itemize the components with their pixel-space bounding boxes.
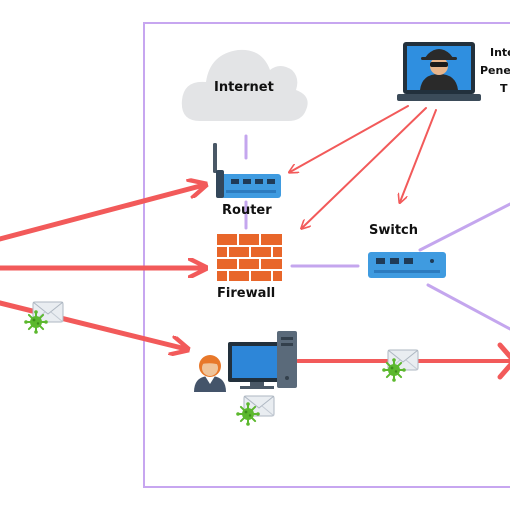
tester-label-line3: T [500,82,508,95]
email-virus-icon [381,349,419,383]
email-virus-icon [235,395,275,427]
arrow-tester-switch [400,109,437,202]
network-links [244,134,510,331]
arrowhead-right-edge [497,342,510,380]
link-switch-lower [426,283,510,331]
cloud-icon [181,49,308,122]
switch-label: Switch [369,223,419,238]
router-label: Router [222,203,272,218]
arrow-external-router [0,185,204,242]
internet-label: Internet [214,80,274,95]
tester-label-line1: Inte [490,46,510,59]
link-switch-upper [418,202,510,252]
firewall-label: Firewall [217,286,276,301]
user-icon [194,355,226,392]
network-boundary [143,22,510,488]
arrow-external-user [0,300,186,349]
computer-icon [228,331,297,389]
laptop-hacker-icon [397,42,481,101]
firewall-icon [217,234,282,281]
tester-label-line2: Pene [480,64,510,77]
tester-arrows [290,105,437,228]
email-virus-icon [23,301,64,335]
switch-icon [368,252,446,278]
arrow-tester-router [290,105,409,172]
arrow-tester-firewall [302,107,427,228]
router-icon [213,143,281,198]
